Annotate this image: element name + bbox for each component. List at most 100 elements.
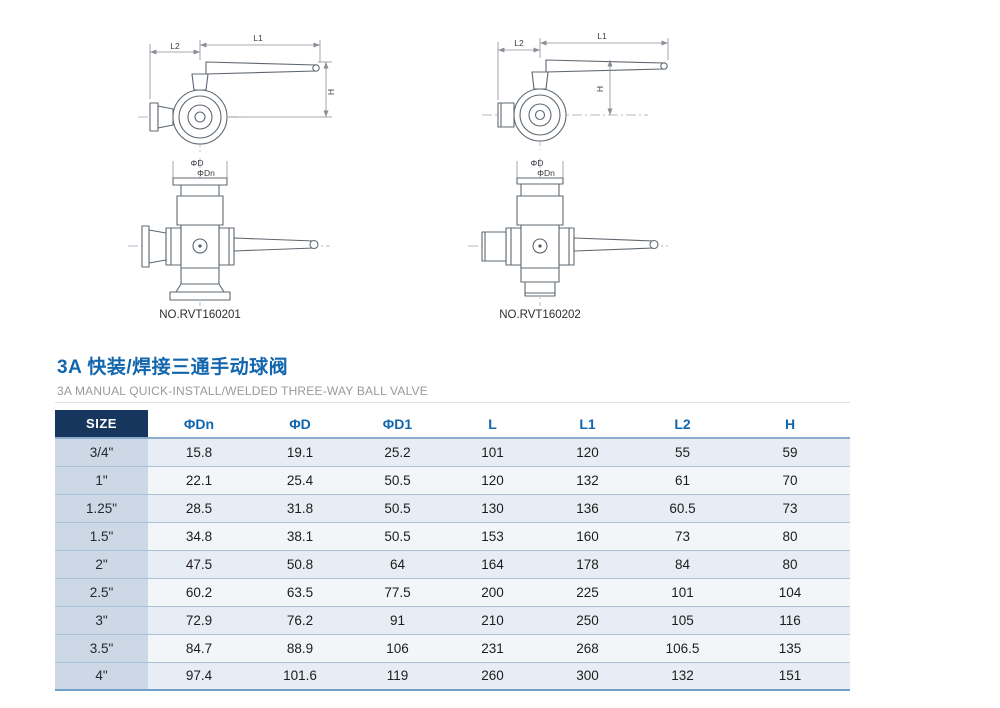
value-cell: 70 [730, 466, 850, 495]
col-header-size: SIZE [55, 410, 148, 439]
value-cell: 160 [540, 522, 635, 551]
value-cell: 300 [540, 662, 635, 691]
value-cell: 135 [730, 634, 850, 663]
col-header-l2: L2 [635, 410, 730, 439]
value-cell: 60.2 [148, 578, 250, 607]
value-cell: 73 [730, 494, 850, 523]
size-cell: 3/4" [55, 438, 148, 467]
value-cell: 268 [540, 634, 635, 663]
dim-label-l2: L2 [514, 38, 524, 48]
page-title: 3A 快装/焊接三通手动球阀 [57, 357, 289, 378]
size-cell: 3" [55, 606, 148, 635]
value-cell: 101 [635, 578, 730, 607]
title-block: 3A 快装/焊接三通手动球阀 3A MANUAL QUICK-INSTALL/W… [57, 352, 428, 398]
value-cell: 22.1 [148, 466, 250, 495]
value-cell: 101 [445, 438, 540, 467]
value-cell: 76.2 [250, 606, 350, 635]
col-header-phi-dn: ΦDn [148, 410, 250, 439]
left-drawing: L2 L1 H ΦD ΦDn [128, 33, 336, 321]
value-cell: 132 [635, 662, 730, 691]
value-cell: 225 [540, 578, 635, 607]
value-cell: 104 [730, 578, 850, 607]
value-cell: 84.7 [148, 634, 250, 663]
value-cell: 28.5 [148, 494, 250, 523]
dim-label-phi-dn: ΦDn [537, 168, 555, 178]
technical-drawings: L2 L1 H ΦD ΦDn [128, 31, 669, 321]
value-cell: 120 [540, 438, 635, 467]
dim-label-l2: L2 [170, 41, 180, 51]
value-cell: 231 [445, 634, 540, 663]
col-header-l: L [445, 410, 540, 439]
drawing-number-left: NO.RVT160201 [159, 309, 241, 321]
value-cell: 50.5 [350, 494, 445, 523]
value-cell: 50.8 [250, 550, 350, 579]
value-cell: 116 [730, 606, 850, 635]
value-cell: 136 [540, 494, 635, 523]
value-cell: 64 [350, 550, 445, 579]
value-cell: 77.5 [350, 578, 445, 607]
value-cell: 250 [540, 606, 635, 635]
value-cell: 260 [445, 662, 540, 691]
value-cell: 72.9 [148, 606, 250, 635]
size-cell: 3.5" [55, 634, 148, 663]
value-cell: 84 [635, 550, 730, 579]
title-divider [55, 402, 850, 403]
value-cell: 153 [445, 522, 540, 551]
value-cell: 25.4 [250, 466, 350, 495]
dim-label-h: H [326, 89, 336, 95]
size-cell: 1.5" [55, 522, 148, 551]
drawing-number-right: NO.RVT160202 [499, 309, 581, 321]
value-cell: 106.5 [635, 634, 730, 663]
value-cell: 50.5 [350, 466, 445, 495]
value-cell: 200 [445, 578, 540, 607]
value-cell: 97.4 [148, 662, 250, 691]
value-cell: 55 [635, 438, 730, 467]
value-cell: 47.5 [148, 550, 250, 579]
value-cell: 73 [635, 522, 730, 551]
table-header-row: SIZE ΦDn ΦD ΦD1 L L1 L2 H [55, 410, 850, 439]
value-cell: 25.2 [350, 438, 445, 467]
value-cell: 31.8 [250, 494, 350, 523]
dim-label-phi-d: ΦD [191, 158, 204, 168]
value-cell: 178 [540, 550, 635, 579]
size-cell: 1.25" [55, 494, 148, 523]
dim-label-l1: L1 [253, 33, 263, 43]
col-header-phi-d: ΦD [250, 410, 350, 439]
value-cell: 34.8 [148, 522, 250, 551]
value-cell: 19.1 [250, 438, 350, 467]
value-cell: 91 [350, 606, 445, 635]
value-cell: 164 [445, 550, 540, 579]
size-cell: 4" [55, 662, 148, 691]
value-cell: 80 [730, 550, 850, 579]
value-cell: 15.8 [148, 438, 250, 467]
dim-label-h: H [595, 86, 605, 92]
value-cell: 106 [350, 634, 445, 663]
value-cell: 119 [350, 662, 445, 691]
col-header-h: H [730, 410, 850, 439]
col-header-phi-d1: ΦD1 [350, 410, 445, 439]
size-cell: 2.5" [55, 578, 148, 607]
value-cell: 63.5 [250, 578, 350, 607]
value-cell: 38.1 [250, 522, 350, 551]
dim-label-phi-dn: ΦDn [197, 168, 215, 178]
value-cell: 88.9 [250, 634, 350, 663]
value-cell: 210 [445, 606, 540, 635]
size-cell: 2" [55, 550, 148, 579]
dim-label-l1: L1 [597, 31, 607, 41]
col-header-l1: L1 [540, 410, 635, 439]
value-cell: 80 [730, 522, 850, 551]
size-cell: 1" [55, 466, 148, 495]
value-cell: 61 [635, 466, 730, 495]
right-drawing: L2 L1 H ΦD ΦDn [468, 31, 669, 321]
value-cell: 120 [445, 466, 540, 495]
